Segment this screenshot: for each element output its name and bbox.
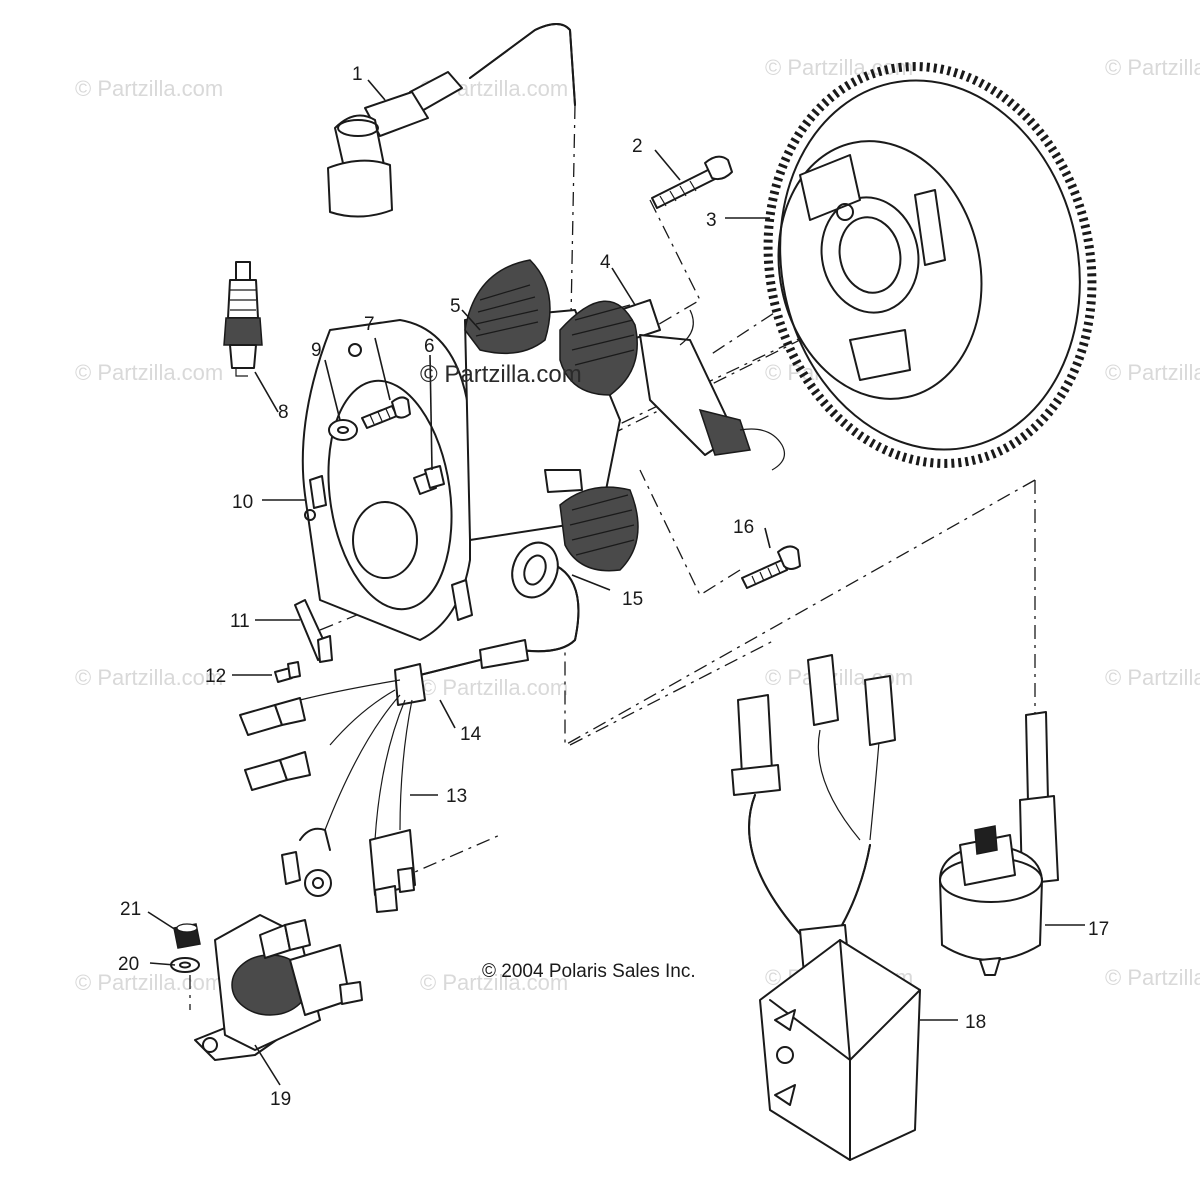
watermark: © Partzilla.com (75, 970, 223, 995)
callout-15: 15 (622, 589, 643, 610)
flywheel (763, 62, 1097, 468)
wiring-harness (239, 541, 580, 897)
connector-13 (369, 829, 416, 913)
callout-17: 17 (1088, 919, 1109, 940)
callout-21: 21 (120, 899, 141, 920)
callouts: 1 2 3 4 5 6 7 8 9 10 11 12 13 14 15 16 1… (118, 64, 1109, 1110)
screw-7 (361, 396, 411, 429)
callout-6: 6 (424, 336, 435, 357)
leader-lines (147, 79, 1085, 1086)
watermark: © Partzilla.com (75, 360, 223, 385)
callout-2: 2 (632, 136, 643, 157)
callout-20: 20 (118, 954, 139, 975)
screw-16 (741, 545, 801, 589)
nut-21 (173, 923, 201, 949)
watermark: © Partzilla.com (75, 665, 223, 690)
callout-7: 7 (364, 314, 375, 335)
watermark: © Partzilla.com (75, 76, 223, 101)
starter-solenoid (194, 914, 363, 1061)
watermark: © Partzilla.com (420, 970, 568, 995)
center-watermark: © Partzilla.com (420, 361, 582, 388)
callout-1: 1 (352, 64, 363, 85)
ignition-coil (939, 711, 1059, 976)
screw-12 (274, 661, 301, 683)
callout-3: 3 (706, 210, 717, 231)
callout-8: 8 (278, 402, 289, 423)
callout-10: 10 (232, 492, 253, 513)
callout-18: 18 (965, 1012, 986, 1033)
watermark: © Partzilla.com (1105, 665, 1200, 690)
watermark: © Partzilla.com (765, 55, 913, 80)
callout-19: 19 (270, 1089, 291, 1110)
washer-20 (170, 957, 200, 973)
callout-12: 12 (205, 666, 226, 687)
watermark: © Partzilla.com (1105, 55, 1200, 80)
callout-5: 5 (450, 296, 461, 317)
washer-9 (328, 419, 358, 441)
watermark: © Partzilla.com (1105, 965, 1200, 990)
callout-14: 14 (460, 724, 482, 745)
callout-11: 11 (230, 611, 250, 632)
callout-9: 9 (311, 340, 322, 361)
screw-2 (651, 155, 733, 209)
callout-4: 4 (600, 252, 611, 273)
copyright-notice: © 2004 Polaris Sales Inc. (482, 961, 696, 982)
trigger-coil (619, 299, 785, 471)
cdi-box (731, 654, 921, 1161)
spark-plug-cap-and-lead (327, 23, 576, 218)
callout-13: 13 (446, 786, 467, 807)
spark-plug (223, 261, 263, 377)
screw-6 (413, 465, 445, 495)
watermark: © Partzilla.com (1105, 360, 1200, 385)
stator-coils (464, 259, 639, 572)
stator-assembly (301, 259, 639, 641)
watermark: © Partzilla.com (420, 675, 568, 700)
watermarks: © Partzilla.com © Partzilla.com © Partzi… (75, 55, 1200, 995)
wire-clamp (294, 599, 333, 663)
callout-16: 16 (733, 517, 754, 538)
